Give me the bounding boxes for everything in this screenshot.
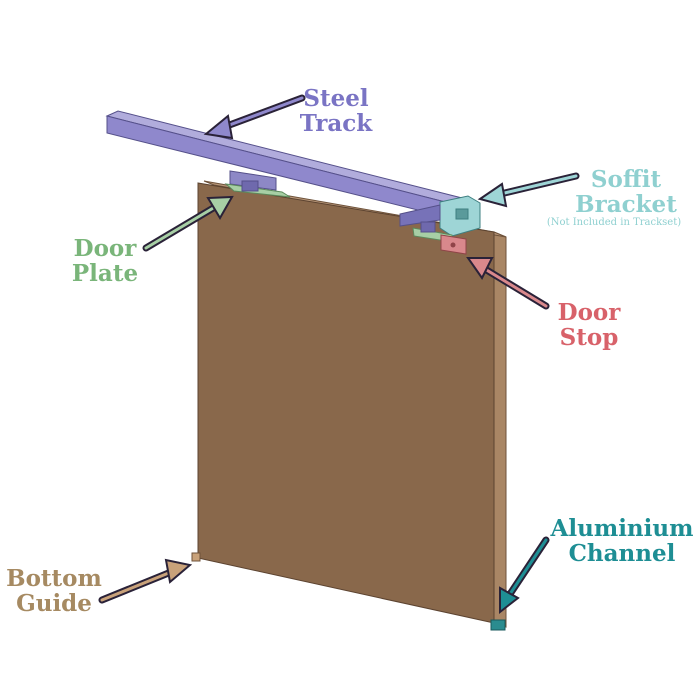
arrow-soffit-bracket	[477, 172, 580, 208]
label-soffit-bracket-line2: Bracket	[575, 191, 677, 218]
label-door-stop-line1: Door	[557, 299, 621, 326]
label-door-stop: Door Stop	[551, 300, 627, 350]
label-door-plate: Door Plate	[70, 236, 140, 286]
label-aluminium-channel-line1: Aluminium	[550, 515, 694, 542]
label-bottom-guide: Bottom Guide	[4, 566, 104, 616]
bottom-guide-part	[191, 552, 201, 562]
label-steel-track-line2: Track	[299, 110, 373, 137]
label-door-plate-line1: Door	[73, 235, 137, 262]
label-steel-track-line1: Steel	[303, 85, 369, 112]
door-edge	[493, 231, 507, 628]
label-aluminium-channel: Aluminium Channel	[546, 516, 698, 566]
door-plate-left	[224, 170, 291, 198]
arrow-steel-track	[203, 94, 306, 140]
label-soffit-bracket-line1: Soffit	[590, 166, 662, 193]
soffit-bracket	[399, 195, 481, 237]
arrow-bottom-guide	[98, 558, 193, 604]
arrow-door-stop	[466, 257, 550, 310]
label-bottom-guide-line1: Bottom	[6, 565, 102, 592]
label-steel-track: Steel Track	[298, 86, 374, 136]
label-door-stop-line2: Stop	[559, 324, 619, 351]
label-door-plate-line2: Plate	[71, 260, 139, 287]
label-soffit-bracket: Soffit Bracket	[574, 167, 678, 217]
aluminium-channel-part	[490, 619, 506, 631]
arrow-door-plate	[142, 195, 234, 252]
label-soffit-bracket-note: (Not Included in Trackset)	[546, 217, 682, 228]
arrow-aluminium-channel	[499, 536, 550, 615]
label-aluminium-channel-line2: Channel	[568, 540, 676, 567]
label-bottom-guide-line2: Guide	[16, 590, 92, 617]
door-stop	[440, 234, 467, 255]
